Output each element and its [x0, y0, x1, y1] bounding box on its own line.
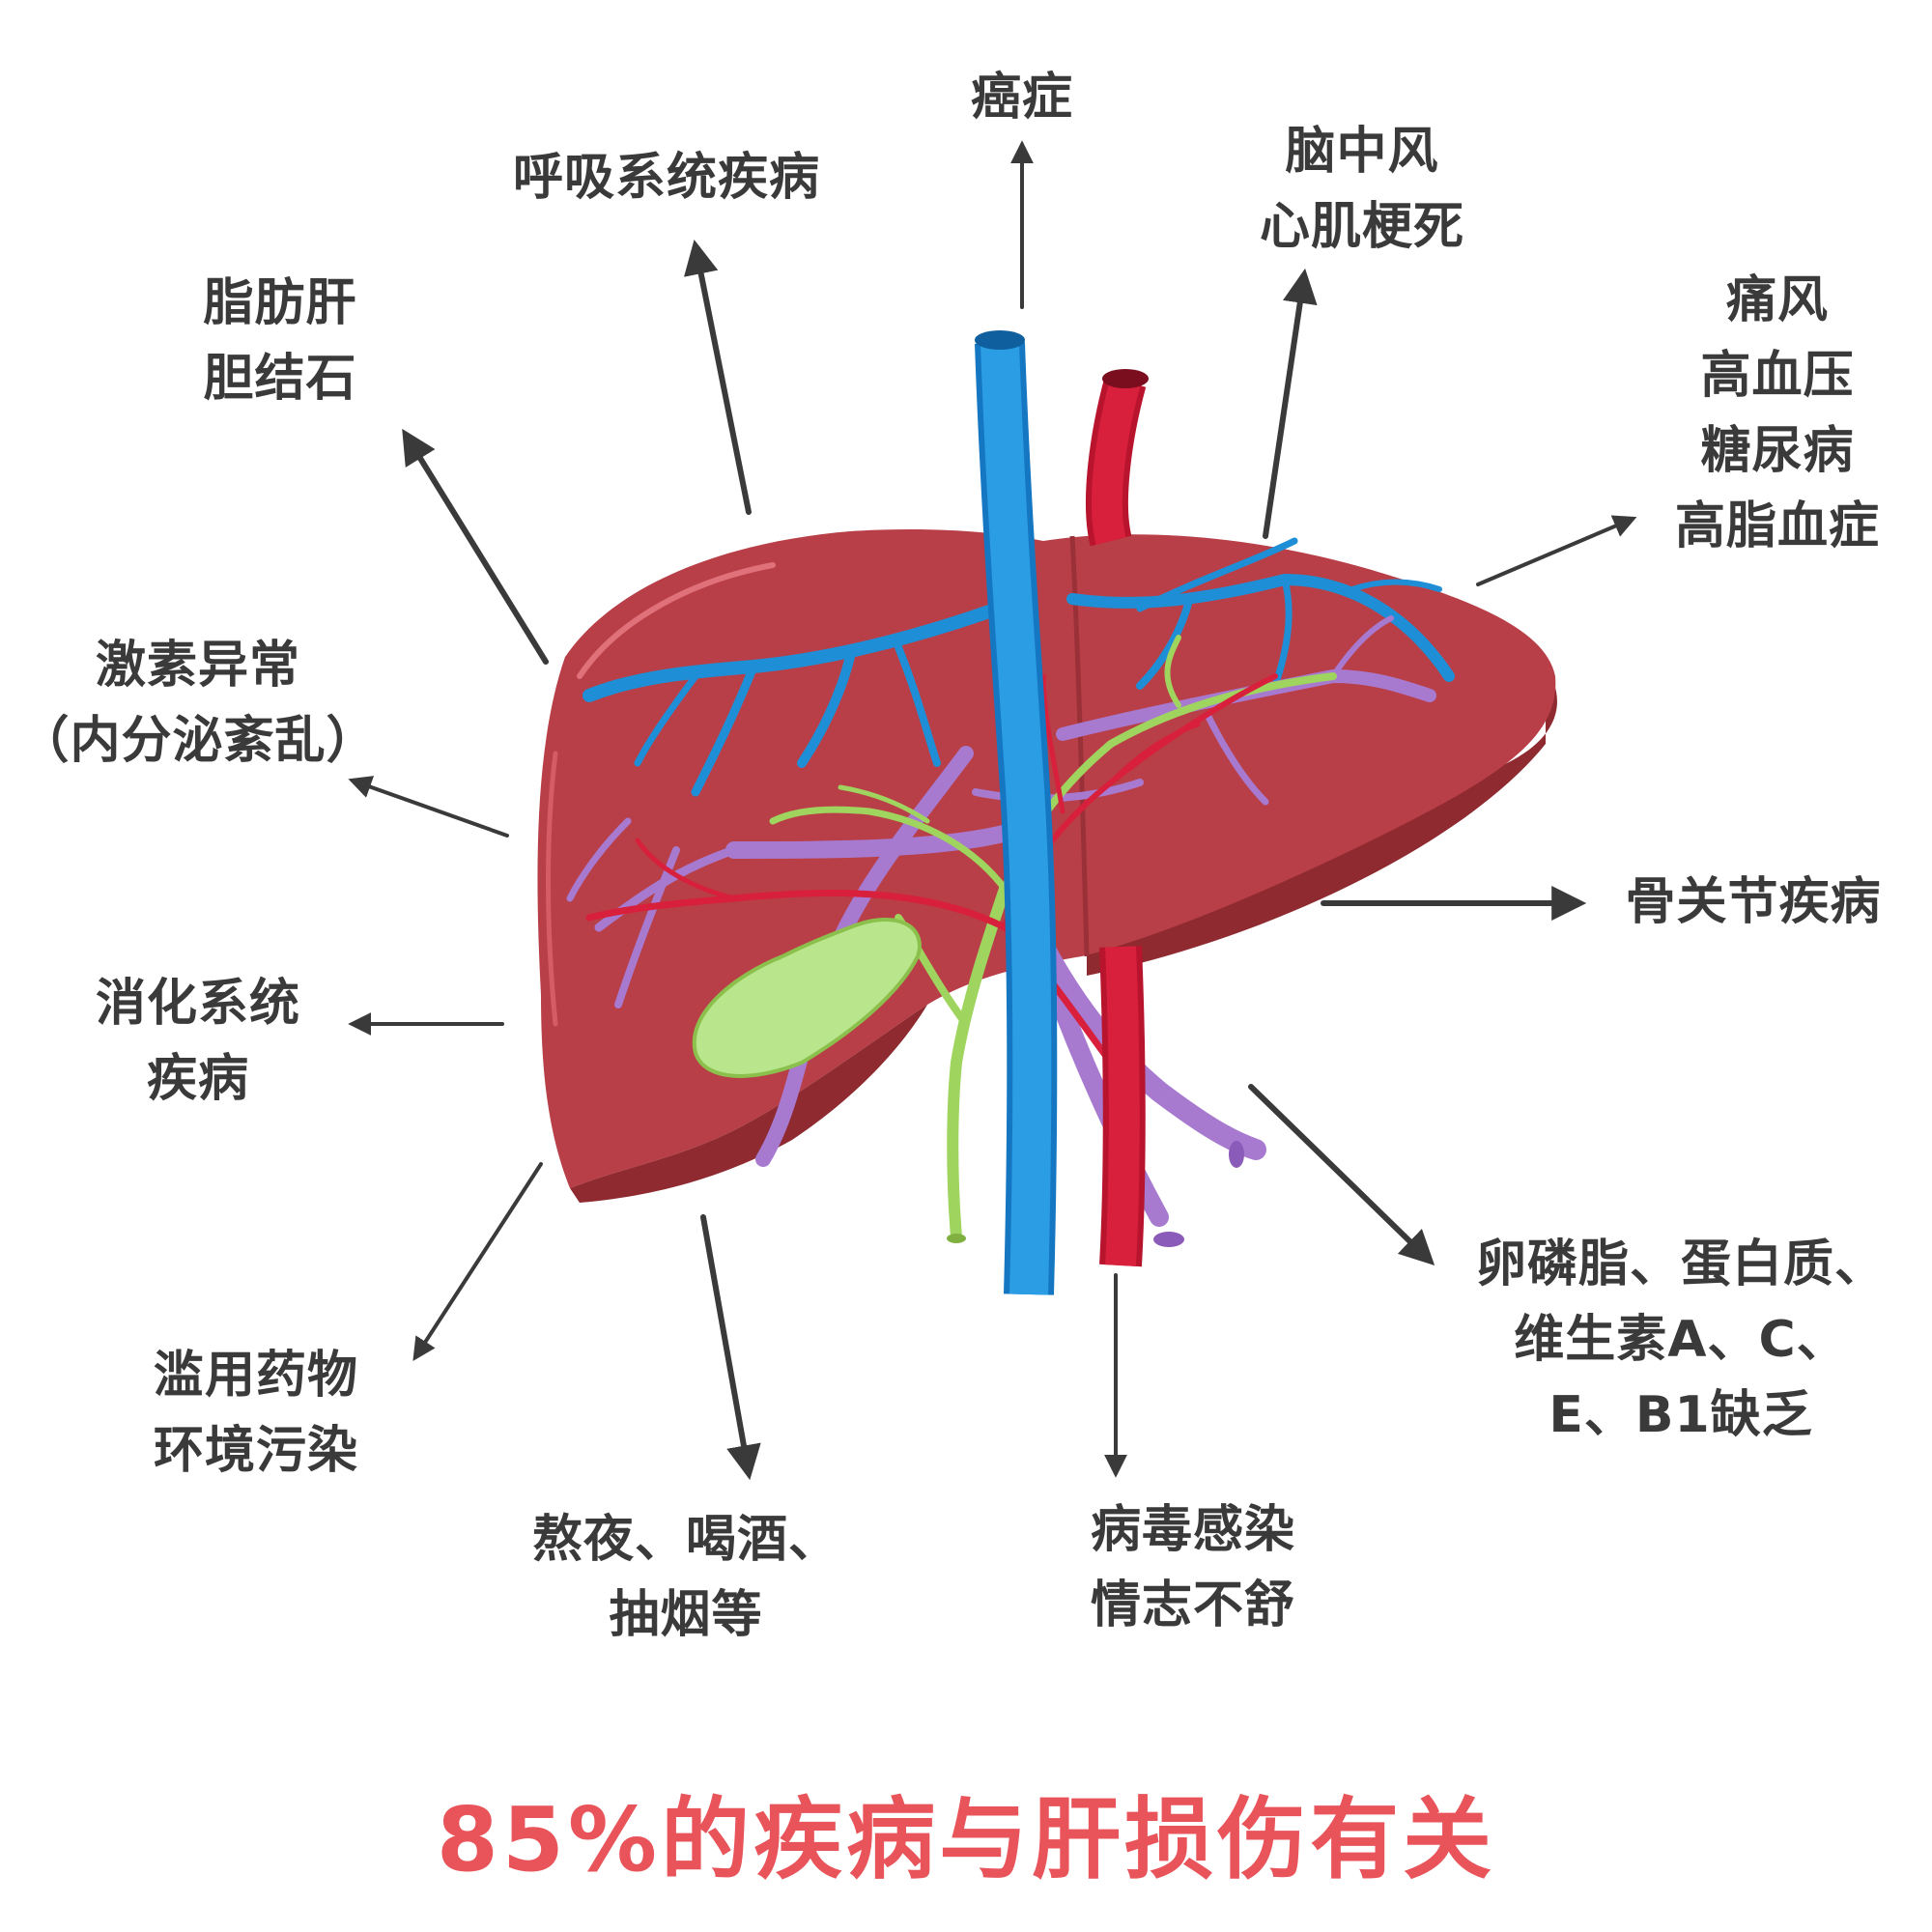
arrow-deficiency	[1248, 1084, 1435, 1266]
label-lifestyle-line1: 熬夜、喝酒、	[531, 1511, 839, 1569]
hepatic-veins	[582, 537, 1455, 797]
label-drugs-line1: 滥用药物	[153, 1347, 358, 1405]
label-fatty-liver-line2: 胆结石	[203, 350, 357, 408]
label-respiratory: 呼吸系统疾病	[473, 140, 860, 215]
arrow-stroke	[1263, 268, 1318, 539]
label-deficiency-line3: E、B1缺乏	[1548, 1386, 1813, 1444]
arrow-lifestyle	[700, 1214, 761, 1481]
label-deficiency: 卵磷脂、蛋白质、 维生素A、C、 E、B1缺乏	[1449, 1227, 1913, 1453]
label-cancer-line1: 癌症	[970, 69, 1073, 127]
label-drugs-line2: 环境污染	[153, 1422, 358, 1480]
arrow-hormone	[348, 776, 509, 838]
label-lifestyle-line2: 抽烟等	[609, 1586, 763, 1644]
label-drugs: 滥用药物 环境污染	[126, 1338, 386, 1489]
label-virus-line1: 病毒感染	[1090, 1501, 1295, 1559]
label-bone-line1: 骨关节疾病	[1625, 873, 1882, 931]
label-digestive-line2: 疾病	[146, 1050, 249, 1108]
footer-title: 85%的疾病与肝损伤有关	[436, 1788, 1496, 1891]
gallbladder	[692, 918, 922, 1078]
label-respiratory-line1: 呼吸系统疾病	[512, 149, 820, 207]
label-deficiency-line1: 卵磷脂、蛋白质、	[1475, 1236, 1886, 1293]
label-stroke: 脑中风 心肌梗死	[1217, 114, 1507, 265]
label-stroke-line2: 心肌梗死	[1259, 198, 1464, 256]
arrows	[348, 140, 1637, 1481]
arrow-drugs	[412, 1162, 543, 1362]
vena-cava	[975, 330, 1058, 1295]
label-digestive-line1: 消化系统	[95, 975, 300, 1033]
label-deficiency-line2: 维生素A、C、	[1514, 1311, 1848, 1369]
label-fatty-liver-line1: 脂肪肝	[203, 274, 357, 332]
arrow-metabolic	[1476, 515, 1637, 586]
label-fatty-liver: 脂肪肝 胆结石	[155, 266, 406, 416]
label-cancer: 癌症	[925, 60, 1119, 135]
label-lifestyle: 熬夜、喝酒、 抽烟等	[502, 1502, 869, 1653]
label-virus-line2: 情志不舒	[1090, 1577, 1295, 1634]
label-metabolic-line1: 痛风	[1725, 271, 1829, 329]
label-metabolic-line4: 高脂血症	[1674, 497, 1880, 555]
label-metabolic-line3: 糖尿病	[1700, 422, 1855, 480]
label-virus: 病毒感染 情志不舒	[1053, 1492, 1333, 1643]
label-stroke-line1: 脑中风	[1285, 123, 1439, 181]
arrow-respiratory	[683, 239, 752, 515]
label-hormone-line1: 激素异常	[95, 637, 300, 695]
arrow-fatty-liver	[402, 428, 549, 665]
label-digestive: 消化系统 疾病	[68, 966, 328, 1117]
aorta	[1086, 369, 1149, 1267]
label-bone: 骨关节疾病	[1599, 865, 1908, 940]
label-metabolic: 痛风 高血压 糖尿病 高脂血症	[1642, 263, 1913, 564]
label-hormone: 激素异常 （内分泌紊乱）	[10, 628, 386, 779]
label-metabolic-line2: 高血压	[1700, 347, 1855, 405]
label-hormone-line2: （内分泌紊乱）	[18, 712, 378, 770]
hepatic-artery	[585, 673, 1278, 1066]
